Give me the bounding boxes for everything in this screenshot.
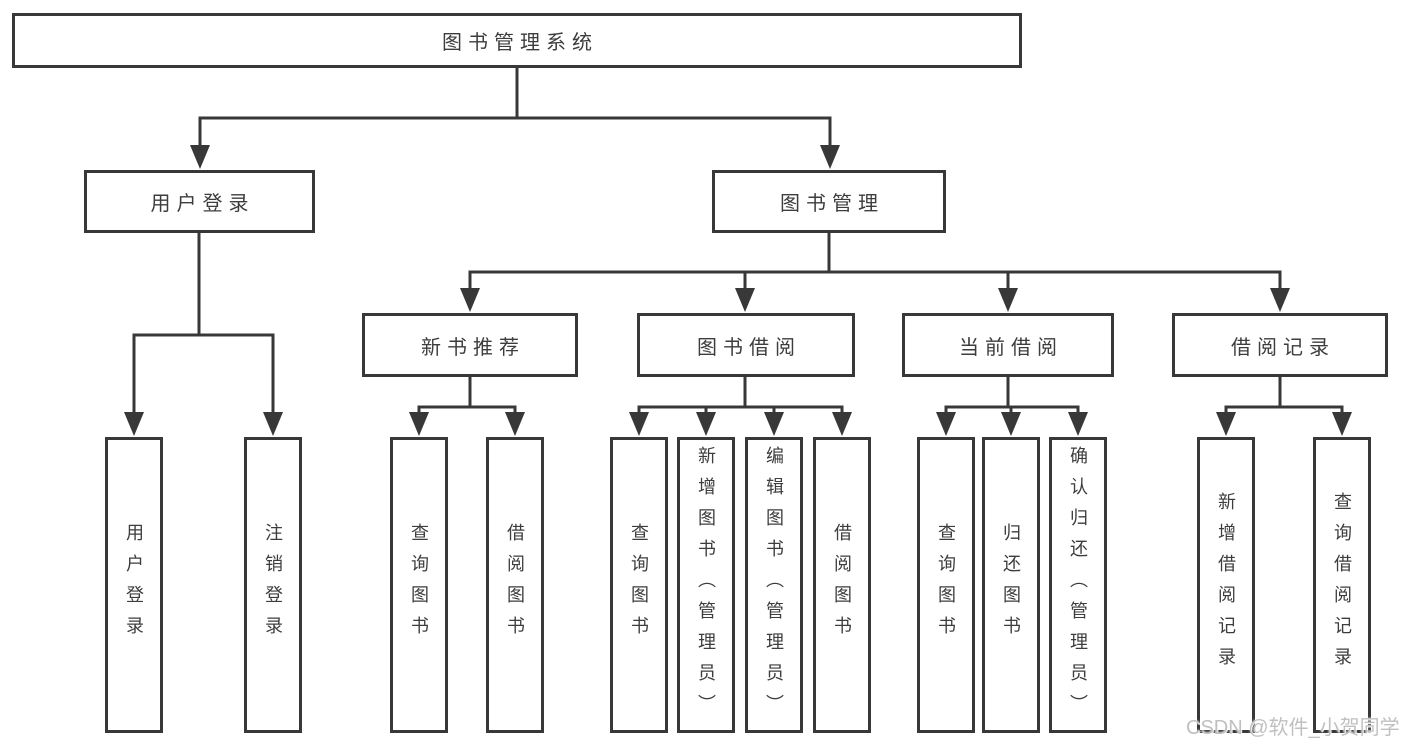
node-book-management: 图书管理 — [712, 170, 946, 233]
node-label: 查询借阅记录 — [1332, 492, 1352, 678]
node-leaf-borrowing-query: 查询图书 — [610, 437, 668, 733]
node-leaf-borrowing-add-admin: 新增图书（管理员） — [677, 437, 735, 733]
node-leaf-user-login: 用户登录 — [105, 437, 163, 733]
node-leaf-newbooks-query: 查询图书 — [390, 437, 448, 733]
node-label: 查询图书 — [629, 523, 649, 647]
node-label: 归还图书 — [1001, 523, 1021, 647]
node-label: 查询图书 — [936, 523, 956, 647]
node-label: 确认归还（管理员） — [1068, 445, 1088, 725]
node-label: 新增借阅记录 — [1216, 492, 1236, 678]
connector-root-to-level2 — [190, 68, 840, 169]
node-leaf-logout: 注销登录 — [244, 437, 302, 733]
node-current-borrowing: 当前借阅 — [902, 313, 1114, 377]
node-leaf-borrowing-borrow: 借阅图书 — [813, 437, 871, 733]
node-user-login: 用户登录 — [84, 170, 315, 233]
node-leaf-records-query: 查询借阅记录 — [1313, 437, 1371, 733]
node-label: 当前借阅 — [959, 336, 1063, 359]
node-root-system: 图书管理系统 — [12, 13, 1022, 68]
node-label: 用户登录 — [150, 193, 255, 215]
node-label: 图书管理 — [780, 193, 884, 215]
connector-borrowing-to-children — [629, 376, 852, 436]
node-label: 注销登录 — [263, 523, 283, 647]
node-label: 查询图书 — [409, 523, 429, 647]
node-label: 新书推荐 — [421, 336, 525, 359]
node-label: 用户登录 — [124, 523, 144, 647]
connector-user-login-to-children — [124, 232, 283, 436]
connector-records-to-children — [1216, 376, 1352, 436]
node-leaf-borrowing-edit-admin: 编辑图书（管理员） — [745, 437, 803, 733]
node-leaf-current-query: 查询图书 — [917, 437, 975, 733]
node-label: 借阅图书 — [832, 523, 852, 647]
csdn-watermark: CSDN @软件_小贺同学 — [1186, 717, 1400, 739]
node-leaf-current-confirm-admin: 确认归还（管理员） — [1049, 437, 1107, 733]
node-borrow-records: 借阅记录 — [1172, 313, 1388, 377]
node-leaf-records-add: 新增借阅记录 — [1197, 437, 1255, 733]
node-leaf-newbooks-borrow: 借阅图书 — [486, 437, 544, 733]
node-label: 编辑图书（管理员） — [764, 445, 784, 725]
node-label: 新增图书（管理员） — [696, 445, 716, 725]
node-new-book-recommend: 新书推荐 — [362, 313, 578, 377]
node-label: 借阅记录 — [1231, 336, 1335, 359]
node-label: 图书管理系统 — [442, 32, 598, 54]
connector-book-management-to-level3 — [460, 233, 1290, 312]
connector-current-to-children — [936, 376, 1088, 436]
node-label: 借阅图书 — [505, 523, 525, 647]
node-label: 图书借阅 — [697, 336, 801, 359]
node-book-borrowing: 图书借阅 — [637, 313, 855, 377]
node-leaf-current-return: 归还图书 — [982, 437, 1040, 733]
connector-new-books-to-children — [409, 376, 525, 436]
